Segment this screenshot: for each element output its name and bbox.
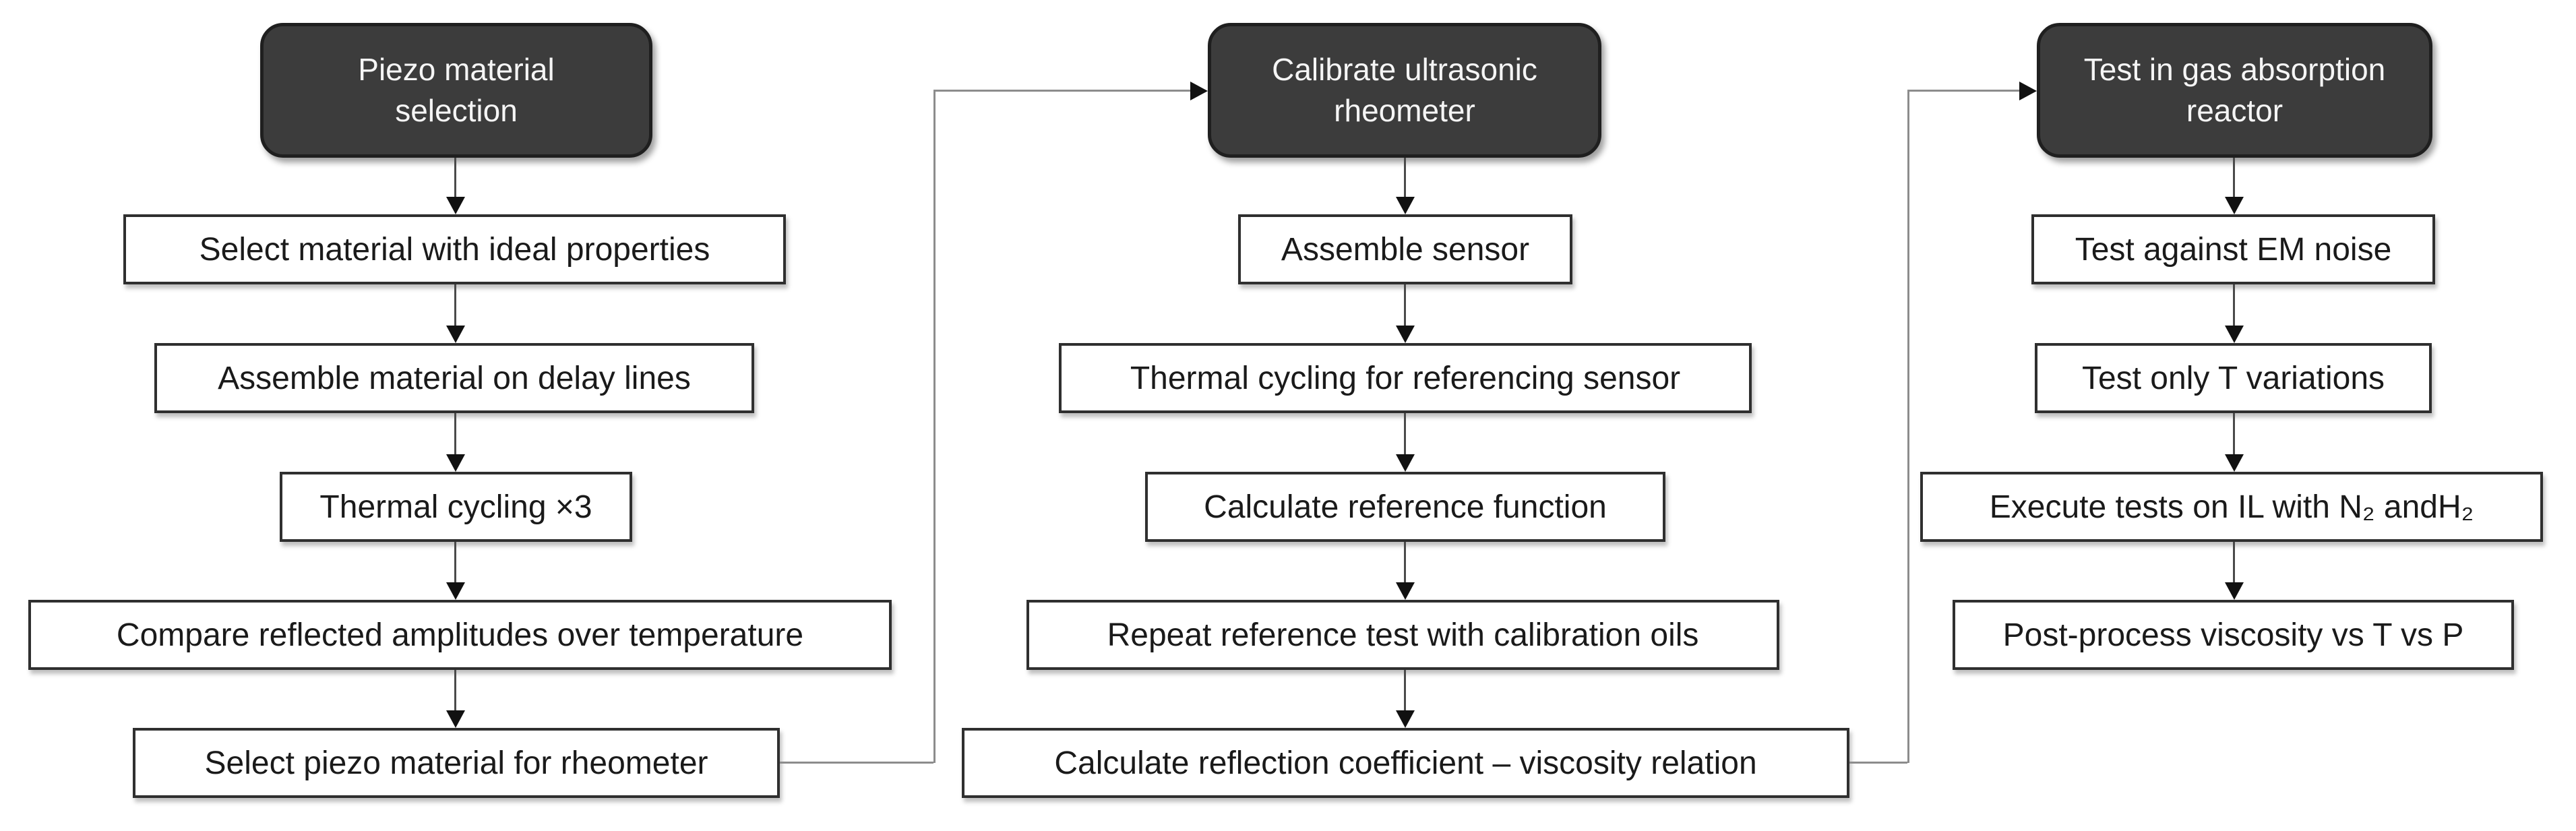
step-label: Calculate reference function bbox=[1204, 489, 1607, 525]
step-test-against-em-noise: Test against EM noise bbox=[2031, 214, 2435, 284]
step-label: Compare reflected amplitudes over temper… bbox=[116, 617, 804, 653]
header-test-gas-absorption-reactor-label: Test in gas absorption reactor bbox=[2083, 52, 2386, 128]
step-calculate-reference-function: Calculate reference function bbox=[1145, 472, 1665, 542]
step-compare-reflected-amplitudes: Compare reflected amplitudes over temper… bbox=[28, 600, 892, 670]
header-calibrate-ultrasonic-rheometer: Calibrate ultrasonic rheometer bbox=[1208, 23, 1601, 158]
step-assemble-sensor: Assemble sensor bbox=[1238, 214, 1572, 284]
step-label: Post-process viscosity vs T vs P bbox=[2002, 617, 2464, 653]
step-label: Select material with ideal properties bbox=[199, 231, 710, 268]
step-label: Select piezo material for rheometer bbox=[204, 745, 708, 781]
step-label: Repeat reference test with calibration o… bbox=[1107, 617, 1699, 653]
header-test-gas-absorption-reactor: Test in gas absorption reactor bbox=[2037, 23, 2432, 158]
step-label: Thermal cycling ×3 bbox=[319, 489, 592, 525]
step-calculate-reflection-coefficient-viscosity: Calculate reflection coefficient – visco… bbox=[962, 728, 1849, 798]
step-test-only-t-variations: Test only T variations bbox=[2035, 343, 2432, 413]
step-label: Test against EM noise bbox=[2075, 231, 2392, 268]
step-label: Calculate reflection coefficient – visco… bbox=[1054, 745, 1757, 781]
step-select-piezo-material-rheometer: Select piezo material for rheometer bbox=[133, 728, 780, 798]
step-thermal-cycling-x3: Thermal cycling ×3 bbox=[280, 472, 632, 542]
header-piezo-material-selection: Piezo material selection bbox=[260, 23, 652, 158]
step-repeat-reference-test-calibration-oils: Repeat reference test with calibration o… bbox=[1026, 600, 1779, 670]
step-label: Assemble sensor bbox=[1281, 231, 1530, 268]
header-piezo-material-selection-label: Piezo material selection bbox=[358, 52, 555, 128]
step-post-process-viscosity-t-p: Post-process viscosity vs T vs P bbox=[1953, 600, 2514, 670]
step-thermal-cycling-referencing-sensor: Thermal cycling for referencing sensor bbox=[1059, 343, 1752, 413]
step-select-material-ideal-properties: Select material with ideal properties bbox=[123, 214, 786, 284]
step-label: Assemble material on delay lines bbox=[218, 360, 691, 396]
step-label: Execute tests on IL with N₂ andH₂ bbox=[1989, 489, 2474, 525]
header-calibrate-ultrasonic-rheometer-label: Calibrate ultrasonic rheometer bbox=[1272, 52, 1537, 128]
step-assemble-material-delay-lines: Assemble material on delay lines bbox=[154, 343, 754, 413]
step-execute-tests-il-n2-h2: Execute tests on IL with N₂ andH₂ bbox=[1920, 472, 2543, 542]
step-label: Thermal cycling for referencing sensor bbox=[1130, 360, 1681, 396]
step-label: Test only T variations bbox=[2081, 360, 2385, 396]
